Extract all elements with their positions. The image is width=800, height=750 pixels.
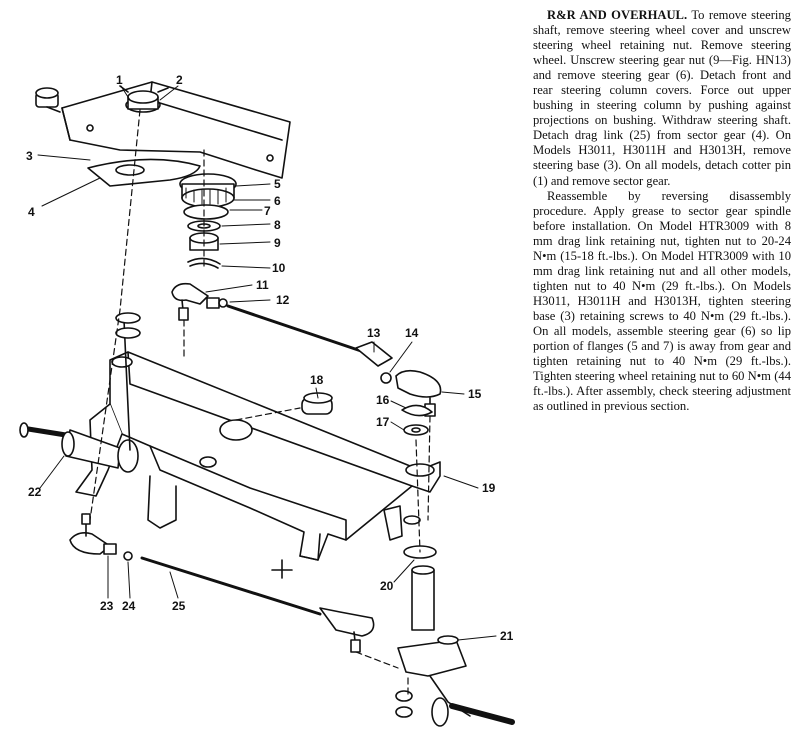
steering-gear-stack bbox=[179, 173, 237, 269]
callout-19: 19 bbox=[482, 481, 496, 495]
callout-14: 14 bbox=[405, 326, 419, 340]
steering-base-plate bbox=[35, 81, 291, 179]
sector-gear bbox=[87, 158, 201, 187]
callout-18: 18 bbox=[310, 373, 324, 387]
callout-12: 12 bbox=[276, 293, 290, 307]
spindle-washers bbox=[401, 404, 433, 436]
callout-leaders bbox=[37, 85, 497, 641]
callout-21: 21 bbox=[500, 629, 514, 643]
callout-24: 24 bbox=[122, 599, 136, 613]
tie-rod bbox=[140, 556, 375, 653]
callout-9: 9 bbox=[274, 236, 281, 250]
callout-3: 3 bbox=[26, 149, 33, 163]
callout-15: 15 bbox=[468, 387, 482, 401]
callout-1: 1 bbox=[116, 73, 123, 87]
right-spindle bbox=[395, 545, 515, 727]
callout-5: 5 bbox=[274, 177, 281, 191]
alignment-dashed-lines bbox=[89, 109, 431, 697]
callout-4: 4 bbox=[28, 205, 35, 219]
callout-2: 2 bbox=[176, 73, 183, 87]
paragraph-reassemble: Reassemble by reversing disassem­bly pro… bbox=[533, 188, 791, 414]
tie-rod-left-end bbox=[69, 513, 133, 561]
callout-10: 10 bbox=[272, 261, 286, 275]
paragraph-rr-overhaul: R&R AND OVERHAUL. To remove steering sha… bbox=[533, 8, 791, 189]
callout-13: 13 bbox=[367, 326, 381, 340]
callout-8: 8 bbox=[274, 218, 281, 232]
callout-25: 25 bbox=[172, 599, 186, 613]
callout-17: 17 bbox=[376, 415, 390, 429]
section-heading: R&R AND OVERHAUL. bbox=[547, 8, 688, 22]
callout-7: 7 bbox=[264, 204, 271, 218]
callout-numbers: 1 2 3 4 5 6 7 8 9 10 11 12 13 14 15 16 1… bbox=[26, 73, 514, 643]
callout-20: 20 bbox=[380, 579, 394, 593]
callout-16: 16 bbox=[376, 393, 390, 407]
callout-6: 6 bbox=[274, 194, 281, 208]
steering-assembly-diagram: 1 2 3 4 5 6 7 8 9 10 11 12 13 14 15 16 1… bbox=[19, 73, 515, 727]
instruction-text-column: R&R AND OVERHAUL. To remove steering sha… bbox=[533, 8, 791, 414]
drag-link-rod bbox=[226, 304, 393, 367]
callout-22: 22 bbox=[28, 485, 42, 499]
center-pivot-bushing bbox=[301, 392, 333, 415]
callout-11: 11 bbox=[256, 278, 269, 292]
drag-link-ball-joint bbox=[171, 282, 228, 321]
paragraph-1-body: To remove steering shaft, remove steerin… bbox=[533, 8, 791, 188]
callout-23: 23 bbox=[100, 599, 114, 613]
left-steering-knuckle bbox=[19, 312, 141, 473]
